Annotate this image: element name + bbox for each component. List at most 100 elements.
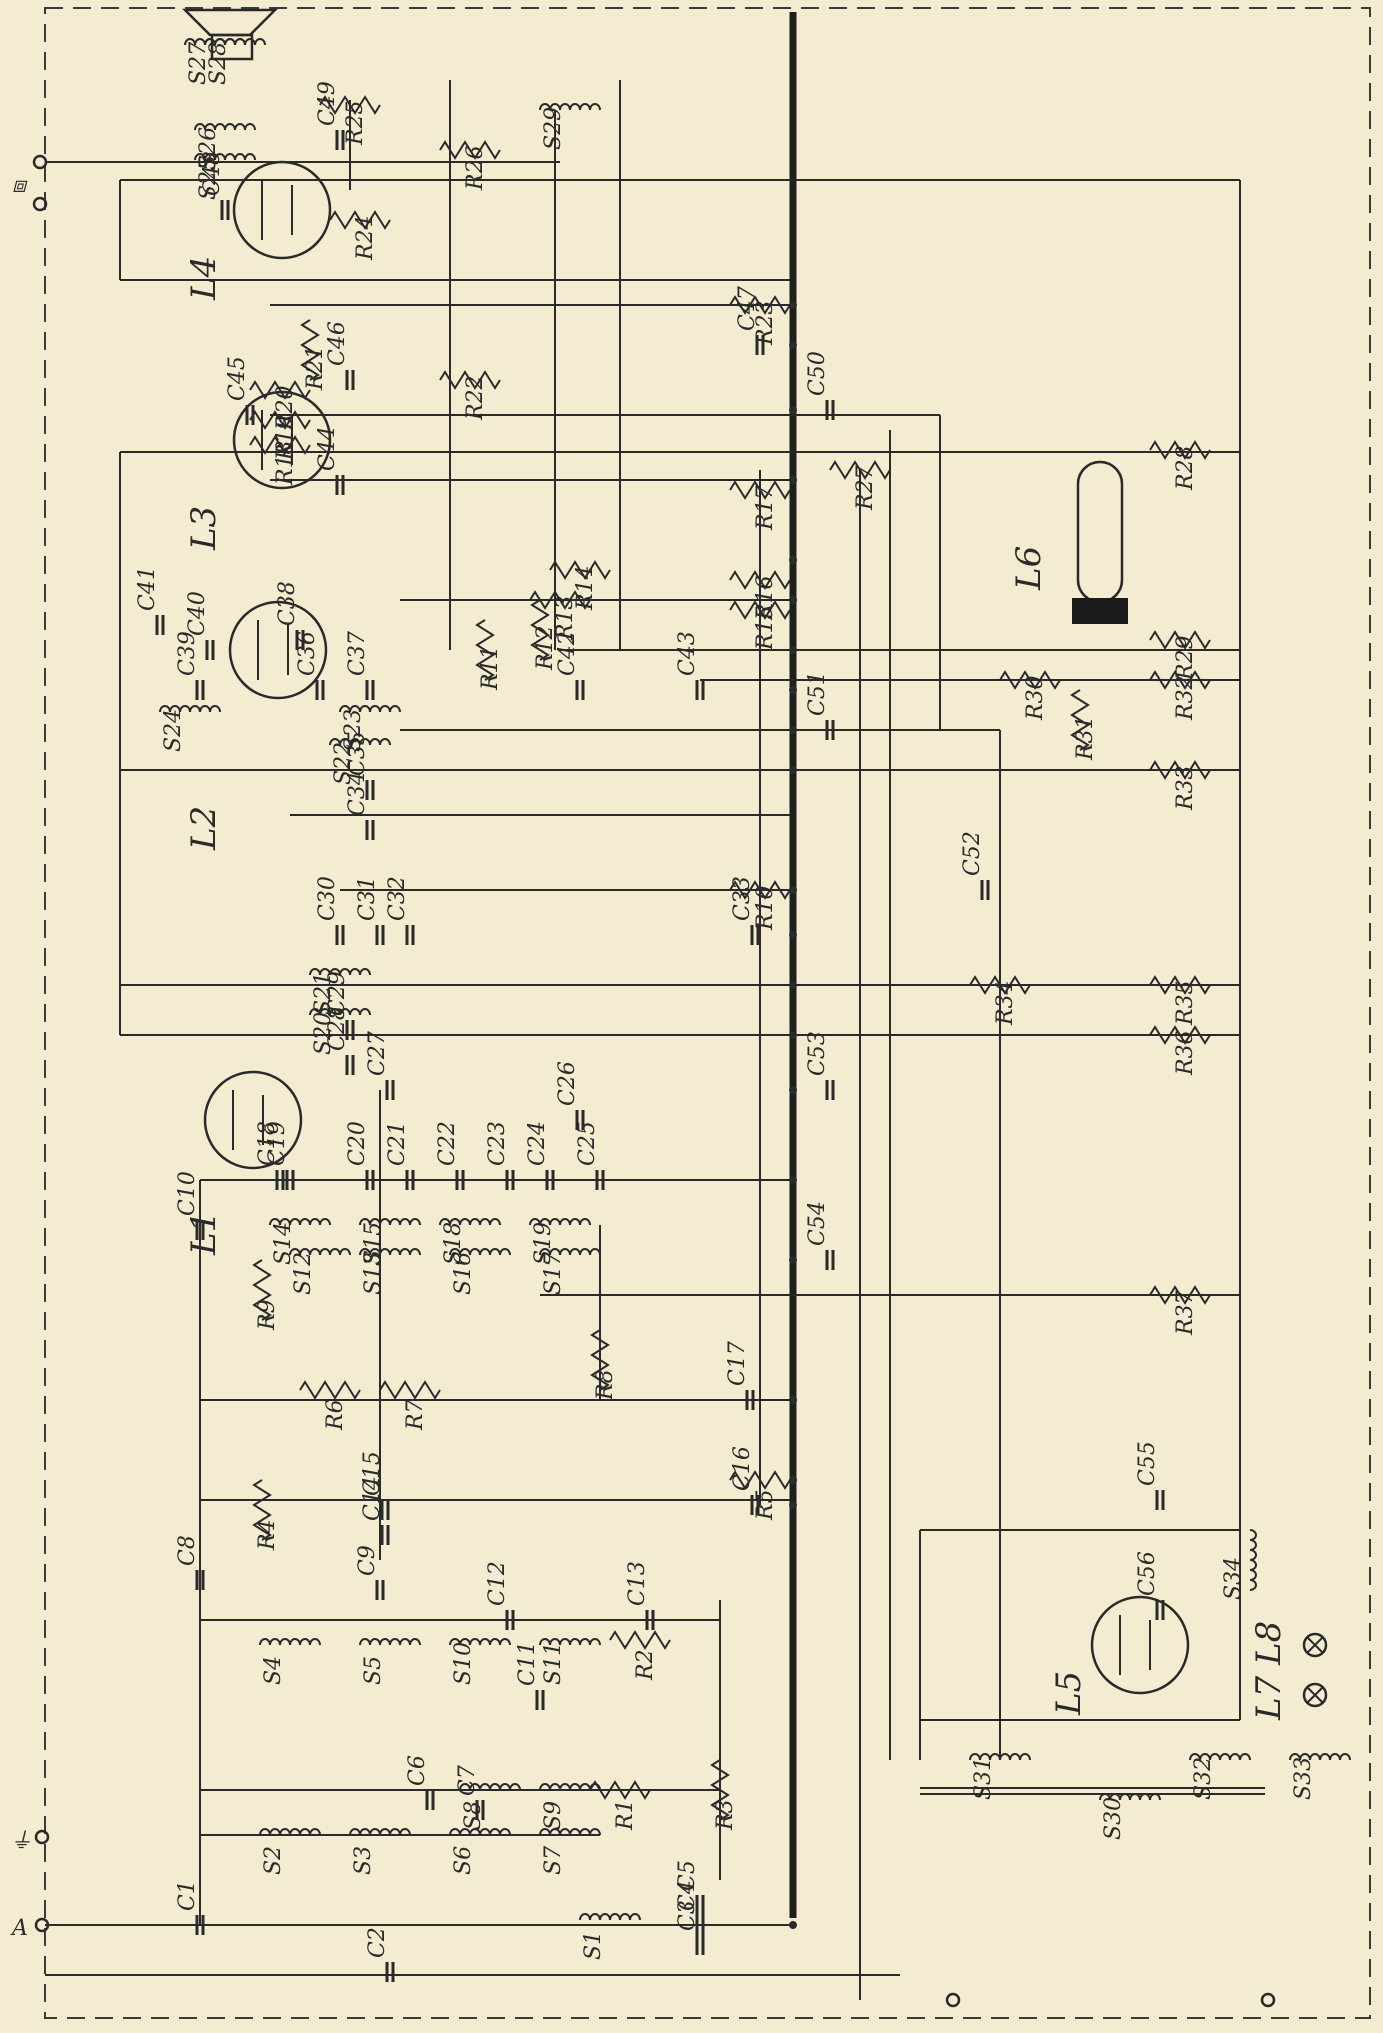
coil-label-s26: S26 [196,127,221,170]
coil-label-s22: S22 [331,742,356,785]
coil-label-s20: S20 [311,1012,336,1055]
resistor-label-r30: R30 [1023,675,1048,721]
coil-s25 [194,153,256,161]
resistor-r32 [1149,670,1211,690]
coil-s28 [204,38,266,46]
capacitor-label-c40: C40 [185,591,210,636]
resistor-label-r35: R35 [1173,980,1198,1026]
resistor-r30 [999,670,1061,690]
bus-junction-17 [789,1396,797,1404]
tubes-group: L1L2L3L4L5L6 [184,160,1190,1716]
capacitor-label-c51: C51 [805,671,830,716]
resistor-r27 [829,460,891,480]
resistor-r8 [590,1329,610,1391]
capacitor-label-c37: C37 [345,631,370,676]
resistor-r21 [300,319,320,381]
resistor-r24 [329,210,391,230]
resistor-r5 [729,1470,791,1490]
coil-s22 [329,738,391,746]
capacitor-label-c47: C47 [735,286,760,331]
coil-label-s7: S7 [541,1846,566,1875]
speaker-terminal-symbol: ⧈ [12,173,28,198]
resistor-r4 [252,1479,272,1541]
resistor-label-r4: R4 [255,1519,280,1551]
bus-junction-1 [789,341,797,349]
coil-s6 [449,1828,511,1836]
capacitor-label-c8: C8 [175,1535,200,1566]
coil-s21 [309,968,371,976]
resistor-label-r22: R22 [463,375,488,421]
coil-label-s33: S33 [1291,1757,1316,1800]
coil-label-s3: S3 [351,1846,376,1875]
capacitor-label-c44: C44 [315,426,340,471]
vertical-wires [119,80,1241,2000]
resistor-label-r34: R34 [993,980,1018,1026]
tube-l5 [1090,1595,1190,1695]
resistor-r37 [1149,1285,1211,1305]
bus-junction-16 [789,1256,797,1264]
bus-junction-15 [789,1176,797,1184]
bus-junction-7 [789,686,797,694]
coil-s34 [1249,1529,1257,1591]
resistor-r26 [439,140,501,160]
lamp-label-l8: L8 [1249,1621,1289,1666]
resistor-label-r28: R28 [1173,445,1198,491]
resistor-label-r6: R6 [323,1399,348,1431]
capacitor-label-c36: C36 [295,631,320,676]
coil-label-s27: S27 [186,42,211,85]
coil-label-s25: S25 [196,157,221,200]
speaker-coil-box [210,33,254,61]
resistor-r17 [729,480,791,500]
resistor-r18 [249,435,311,455]
coil-s29 [539,103,601,111]
capacitor-label-c50: C50 [805,351,830,396]
bus-junction-9 [789,766,797,774]
capacitor-label-c30: C30 [315,876,340,921]
coil-s2 [259,1828,321,1836]
capacitor-label-c39: C39 [175,631,200,676]
coil-s11 [539,1638,601,1646]
coil-label-s17: S17 [541,1252,566,1295]
resistor-label-r26: R26 [463,145,488,191]
capacitor-label-c29: C29 [325,971,350,1016]
capacitor-label-c27: C27 [365,1031,390,1076]
capacitor-label-c16: C16 [730,1446,755,1491]
capacitor-label-c55: C55 [1135,1441,1160,1486]
resistor-label-r25: R25 [343,100,368,146]
capacitor-label-c20: C20 [345,1121,370,1166]
resistor-label-r24: R24 [353,215,378,261]
coil-s33 [1289,1753,1351,1761]
speaker-terminal-1 [32,154,48,170]
dashed-frame [44,7,1371,2019]
resistor-label-r16: R16 [753,575,778,621]
capacitor-label-c46: C46 [325,321,350,366]
coil-s26 [194,123,256,131]
coil-label-s31: S31 [971,1757,996,1800]
capacitor-label-c48: C48 [200,151,225,196]
capacitor-label-c33: C33 [730,876,755,921]
bus-junction-2 [789,406,797,414]
capacitor-label-c56: C56 [1135,1551,1160,1596]
resistor-label-r2: R2 [633,1649,658,1681]
capacitor-label-c22: C22 [435,1121,460,1166]
resistor-r2 [609,1630,671,1650]
coil-s17 [539,1248,601,1256]
coil-s15 [359,1218,421,1226]
bus-junction-3 [789,476,797,484]
resistor-r14 [549,560,611,580]
tube-l2 [228,600,328,700]
coil-label-s9: S9 [541,1801,566,1830]
coil-s12 [289,1248,351,1256]
coil-s23 [339,705,401,713]
resistor-label-r33: R33 [1173,765,1198,811]
resistor-label-r36: R36 [1173,1030,1198,1076]
resistor-label-r19: R19 [273,415,298,461]
l6-tube-base [1072,598,1128,624]
resistor-label-r8: R8 [593,1369,618,1401]
resistor-r7 [379,1380,441,1400]
capacitor-label-c31: C31 [355,876,380,921]
resistor-r23 [729,295,791,315]
